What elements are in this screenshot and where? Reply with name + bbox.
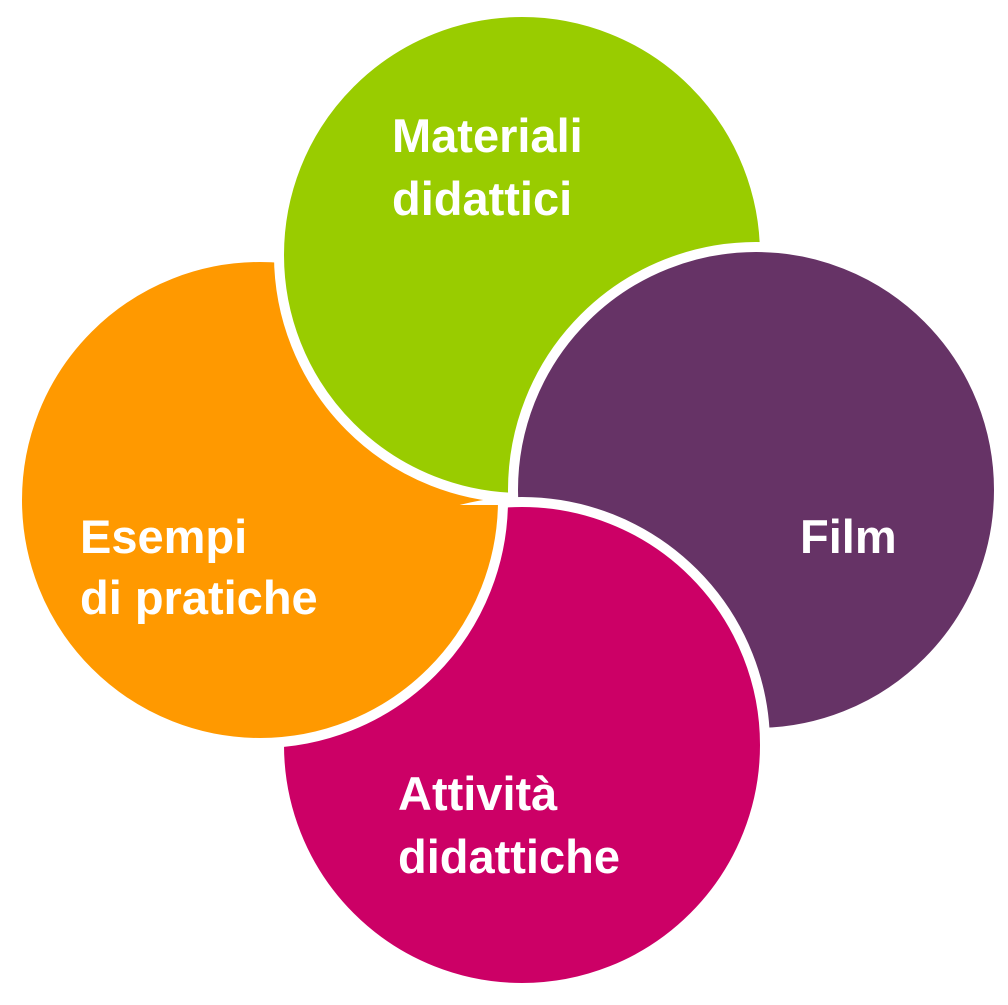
- label-materiali-line2: didattici: [392, 172, 572, 225]
- label-esempi-line2: di pratiche: [80, 571, 318, 624]
- label-materiali-line1: Materiali: [392, 109, 583, 162]
- label-film: Film: [800, 510, 897, 563]
- circle-esempi-overlap: [12, 505, 508, 748]
- label-attivita-line1: Attività: [398, 767, 558, 820]
- label-attivita-line2: didattiche: [398, 830, 620, 883]
- label-esempi-line1: Esempi: [80, 510, 247, 563]
